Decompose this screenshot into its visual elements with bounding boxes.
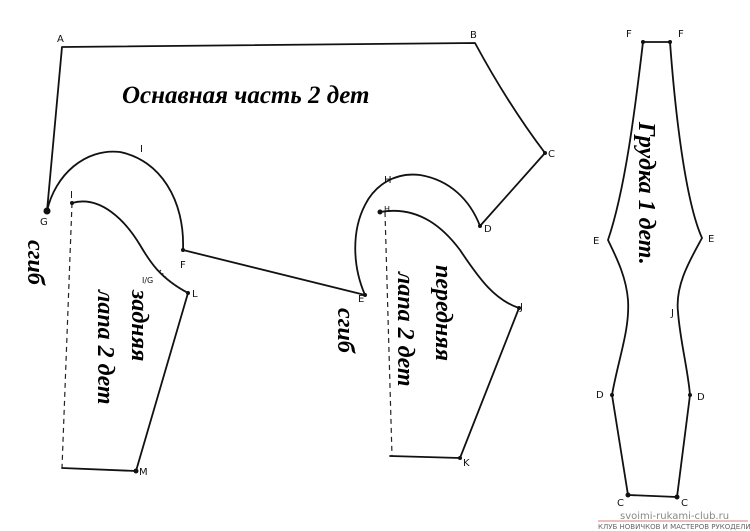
point-label-i-inner: I xyxy=(70,190,73,201)
point-label-l: L xyxy=(192,289,198,300)
point-label-f: F xyxy=(180,260,186,271)
back-fold-label: сгиб xyxy=(22,240,48,286)
point-label-k: K xyxy=(463,458,470,469)
back-paw-title-line2: лапа 2 дет xyxy=(92,289,118,405)
chest-piece-outline xyxy=(607,41,703,498)
point-label-e: E xyxy=(358,294,364,305)
back-paw-title-line1: задняя xyxy=(126,289,152,361)
chest-label-d-right: D xyxy=(697,392,705,403)
back-paw-seam-dots xyxy=(159,269,191,294)
point-label-g: G xyxy=(40,217,48,228)
back-paw-outline xyxy=(61,200,189,472)
chest-label-f-left: F xyxy=(626,29,632,40)
back-paw-fold-line xyxy=(61,202,73,469)
point-label-j: J xyxy=(519,302,523,313)
chest-label-f-right: F xyxy=(678,29,684,40)
point-label-c: C xyxy=(548,149,555,160)
pattern-points xyxy=(43,40,692,500)
chest-piece-title: Грудка 1 дет. xyxy=(633,121,659,265)
point-label-a: A xyxy=(57,34,64,45)
chest-label-c-left: C xyxy=(617,498,624,509)
point-label-ig: I/G xyxy=(142,276,153,285)
point-label-d: D xyxy=(484,224,492,235)
chest-label-e-right: E xyxy=(708,234,714,245)
front-fold-label: сгиб xyxy=(332,308,358,354)
point-label-b: B xyxy=(470,30,477,41)
front-paw-title-line1: передняя xyxy=(430,265,456,361)
main-piece-outline xyxy=(46,42,546,296)
point-label-h-inner: H xyxy=(384,205,390,214)
front-paw-outline xyxy=(379,209,520,459)
front-paw-title-line2: лапа 2 дет xyxy=(392,271,418,387)
chest-label-e-left: E xyxy=(593,236,599,247)
chest-label-d-left: D xyxy=(596,390,604,401)
watermark: svoimi-rukami-club.ru КЛУБ НОВИЧКОВ И МА… xyxy=(598,511,750,531)
point-label-m: M xyxy=(139,467,148,478)
front-paw-fold-line xyxy=(384,211,393,457)
point-label-h-outer: H xyxy=(384,175,392,186)
watermark-site: svoimi-rukami-club.ru xyxy=(620,511,729,522)
point-label-i-outer: I xyxy=(140,144,143,155)
watermark-tagline: КЛУБ НОВИЧКОВ И МАСТЕРОВ РУКОДЕЛИЯ xyxy=(598,523,750,531)
main-piece-title: Оснавная часть 2 дет xyxy=(122,82,369,109)
chest-label-c-right: C xyxy=(681,498,688,509)
chest-label-j: J xyxy=(670,308,674,319)
